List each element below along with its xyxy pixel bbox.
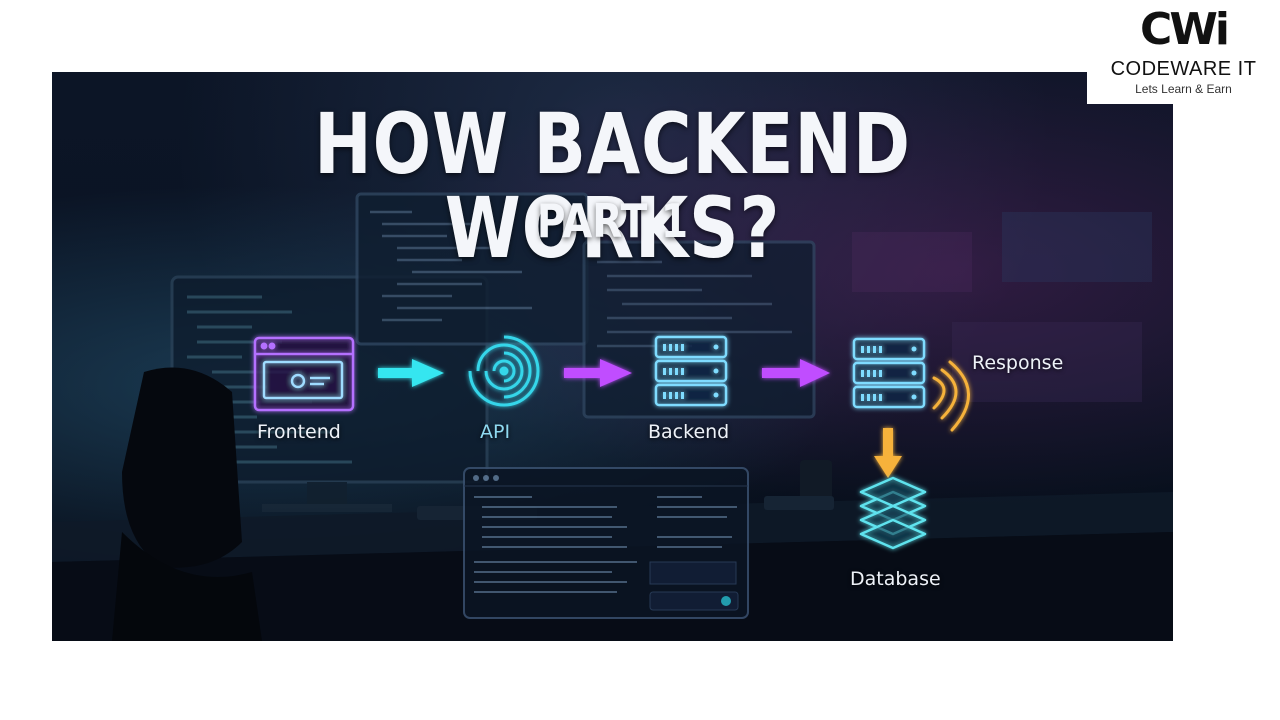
browser-window-icon — [253, 336, 355, 412]
arrow-right-icon — [564, 359, 632, 387]
code-tablet — [463, 467, 749, 619]
right-monitor — [582, 240, 816, 419]
office-background — [52, 192, 1173, 641]
response-wave-icon — [932, 360, 970, 432]
arrow-right-icon — [762, 359, 830, 387]
brand-logo: CWi CODEWARE IT Lets Learn & Earn — [1087, 0, 1280, 104]
backend-flow-diagram — [253, 335, 970, 550]
backend-label: Backend — [648, 421, 730, 443]
response-label: Response — [972, 352, 1064, 374]
page-subtitle: PART 1 — [536, 194, 689, 248]
logo-mark: CWi — [1140, 4, 1230, 55]
page-title: HOW BACKEND WORKS? — [314, 95, 911, 277]
fingerprint-spiral-icon — [468, 335, 540, 407]
thumbnail-banner: HOW BACKEND WORKS? PART 1 — [52, 72, 1173, 641]
api-label: API — [480, 421, 511, 443]
database-layers-icon — [859, 476, 927, 550]
arrow-right-icon — [378, 359, 444, 387]
server-stack-icon — [852, 337, 926, 409]
center-monitor — [355, 192, 589, 346]
logo-tagline: Lets Learn & Earn — [1135, 82, 1232, 96]
frontend-label: Frontend — [257, 421, 341, 443]
arrow-down-icon — [874, 428, 902, 478]
server-stack-icon — [654, 335, 728, 407]
database-label: Database — [850, 568, 941, 590]
logo-name: CODEWARE IT — [1110, 58, 1257, 80]
